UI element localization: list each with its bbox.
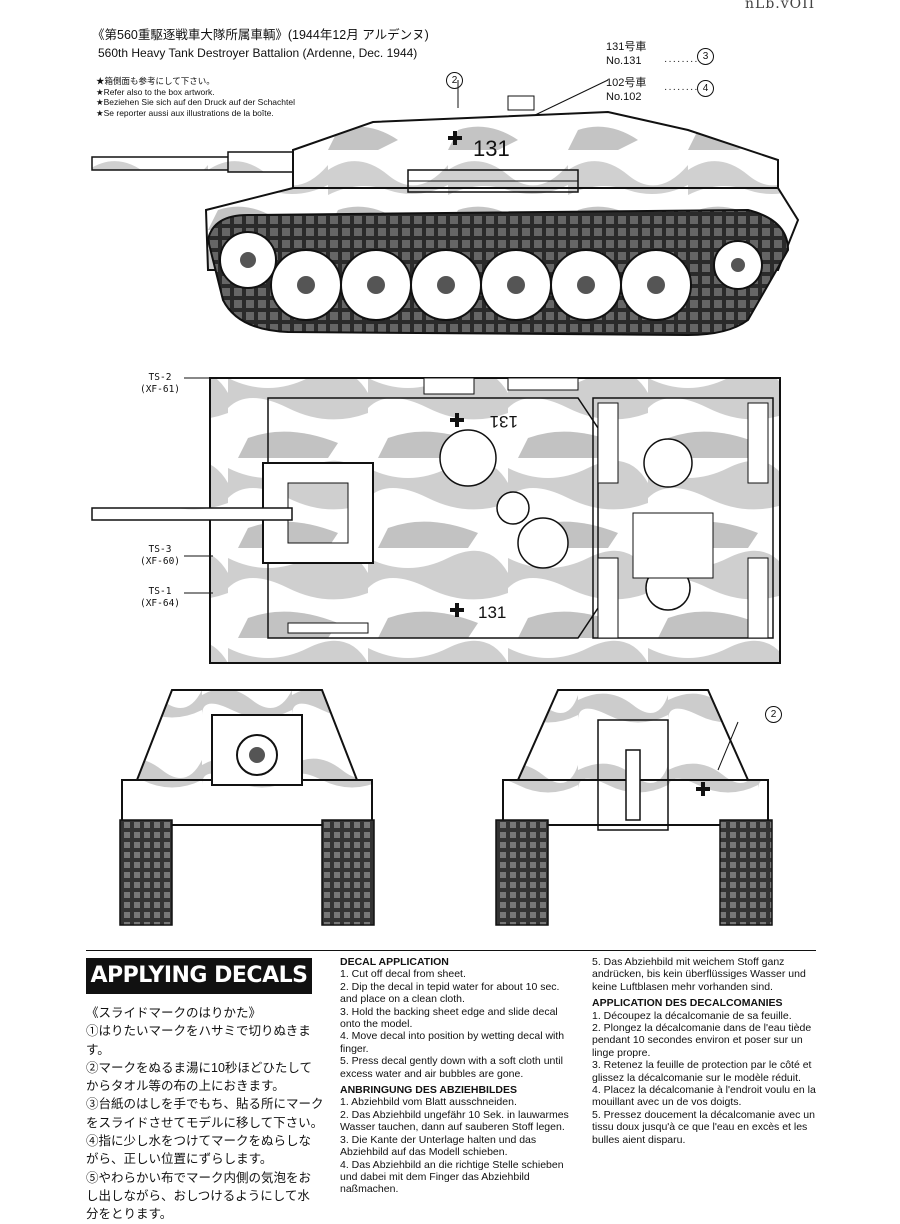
vehicle-131-jp: 131号車 [606,41,647,53]
en-step: 1. Cut off decal from sheet. [340,968,466,981]
paint-ts2-code: TS-2 [148,372,172,383]
jp-line: をスライドさせてモデルに移して下さい。 [86,1115,324,1130]
jp-line: ②マークをぬるま湯に10秒ほどひたして [86,1060,313,1075]
front-view-drawing [119,689,375,926]
paint-ts1-xf: (XF-64) [139,598,181,609]
note-en: ★Refer also to the box artwork. [96,86,215,97]
jp-line: ⑤やわらかい布でマーク内側の気泡をお [86,1170,312,1185]
paint-ts3-xf: (XF-60) [139,556,181,567]
decal-number-2-side: 2 [446,72,463,89]
note-jp: ★箱側面も参考にして下さい。 [96,76,215,86]
leader-dots-102: ·········· [664,84,708,95]
paint-ts2-callout: TS-2 (XF-61) [136,372,184,396]
de-fr-column: 5. Das Abziehbild mit weichem Stoff ganz… [592,956,820,1146]
fr-step: 2. Plongez la décalcomanie dans de l'eau… [592,1022,812,1059]
note-fr: ★Se reporter aussi aux illustrations de … [96,107,274,118]
hull-number-top-left: 131 [490,412,518,431]
leader-dots-131: ·········· [664,56,708,67]
fr-step: 3. Retenez la feuille de protection par … [592,1059,812,1084]
page-title-en: 560th Heavy Tank Destroyer Battalion (Ar… [98,46,418,60]
top-view-drawing: 131 131 [91,377,781,664]
paint-ts1-callout: TS-1 (XF-64) [136,586,184,610]
vehicle-131-en: No.131 [606,55,642,67]
fr-step: 4. Placez la décalcomanie à l'endroit vo… [592,1084,816,1109]
de-step: 2. Das Abziehbild ungefähr 10 Sek. in la… [340,1108,569,1134]
decal-number-3: 3 [697,48,714,65]
jp-instructions: 《スライドマークのはりかた》 ①はりたいマークをハサミで切りぬきます。 ②マーク… [86,1004,326,1224]
en-step: 4. Move decal into position by wetting d… [340,1030,565,1055]
fr-step: 1. Découpez la décalcomanie de sa feuill… [592,1009,792,1022]
rear-view-drawing [495,689,773,926]
box-art-notes: ★箱側面も参考にして下さい。 ★Refer also to the box ar… [96,76,295,118]
jp-line: ④指に少し水をつけてマークをぬらしな [86,1134,312,1149]
en-step: 2. Dip the decal in tepid water for abou… [340,980,560,1006]
de-step: 3. Die Kante der Unterlage halten und da… [340,1133,537,1159]
de-heading: ANBRINGUNG DES ABZIEHBILDES [340,1084,517,1097]
jp-line: からタオル等の布の上におきます。 [86,1079,285,1094]
de-step: 5. Das Abziehbild mit weichem Stoff ganz… [592,956,806,993]
jp-line: し出しながら、おしつけるようにして水 [86,1188,310,1203]
decal-number-4: 4 [697,80,714,97]
hull-number-top-right: 131 [478,603,506,622]
de-step: 4. Das Abziehbild an die richtige Stelle… [340,1158,564,1196]
paint-ts2-xf: (XF-61) [139,384,181,395]
en-step: 5. Press decal gently down with a soft c… [340,1055,563,1080]
fr-heading: APPLICATION DES DECALCOMANIES [592,997,783,1010]
decal-number-2-rear: 2 [765,706,782,723]
jp-line: がら、正しい位置にずらします。 [86,1152,273,1167]
en-heading: DECAL APPLICATION [340,956,449,968]
note-de: ★Beziehen Sie sich auf den Druck auf der… [96,97,295,107]
vehicle-102-callout: 102号車 No.102 [606,76,646,104]
paint-ts3-code: TS-3 [148,544,172,555]
vehicle-102-en: No.102 [606,91,642,103]
paint-ts3-callout: TS-3 (XF-60) [136,544,184,568]
vehicle-131-callout: 131号車 No.131 [606,40,646,68]
hull-number-side: 131 [473,136,510,161]
de-step: 1. Abziehbild vom Blatt ausschneiden. [340,1096,517,1109]
en-de-column: DECAL APPLICATION 1. Cut off decal from … [340,956,570,1196]
jp-line: ①はりたいマークをハサミで切りぬきます。 [86,1024,311,1057]
en-step: 3. Hold the backing sheet edge and slide… [340,1005,558,1031]
jp-line: ③台紙のはしを手でもち、貼る所にマーク [86,1097,324,1112]
section-divider [86,950,816,951]
side-view-drawing: 131 [91,79,800,337]
jp-heading: 《スライドマークのはりかた》 [86,1006,262,1020]
corner-mark: nLb.vOII [745,0,816,12]
jp-line: 分をとります。 [86,1207,173,1222]
paint-ts1-code: TS-1 [148,586,172,597]
section-title: APPLYING DECALS [86,958,312,994]
vehicle-102-jp: 102号車 [606,77,647,89]
page-title-jp: 《第560重駆逐戦車大隊所属車輌》(1944年12月 アルデンヌ) [92,28,429,42]
fr-step: 5. Pressez doucement la décalcomanie ave… [592,1108,815,1146]
